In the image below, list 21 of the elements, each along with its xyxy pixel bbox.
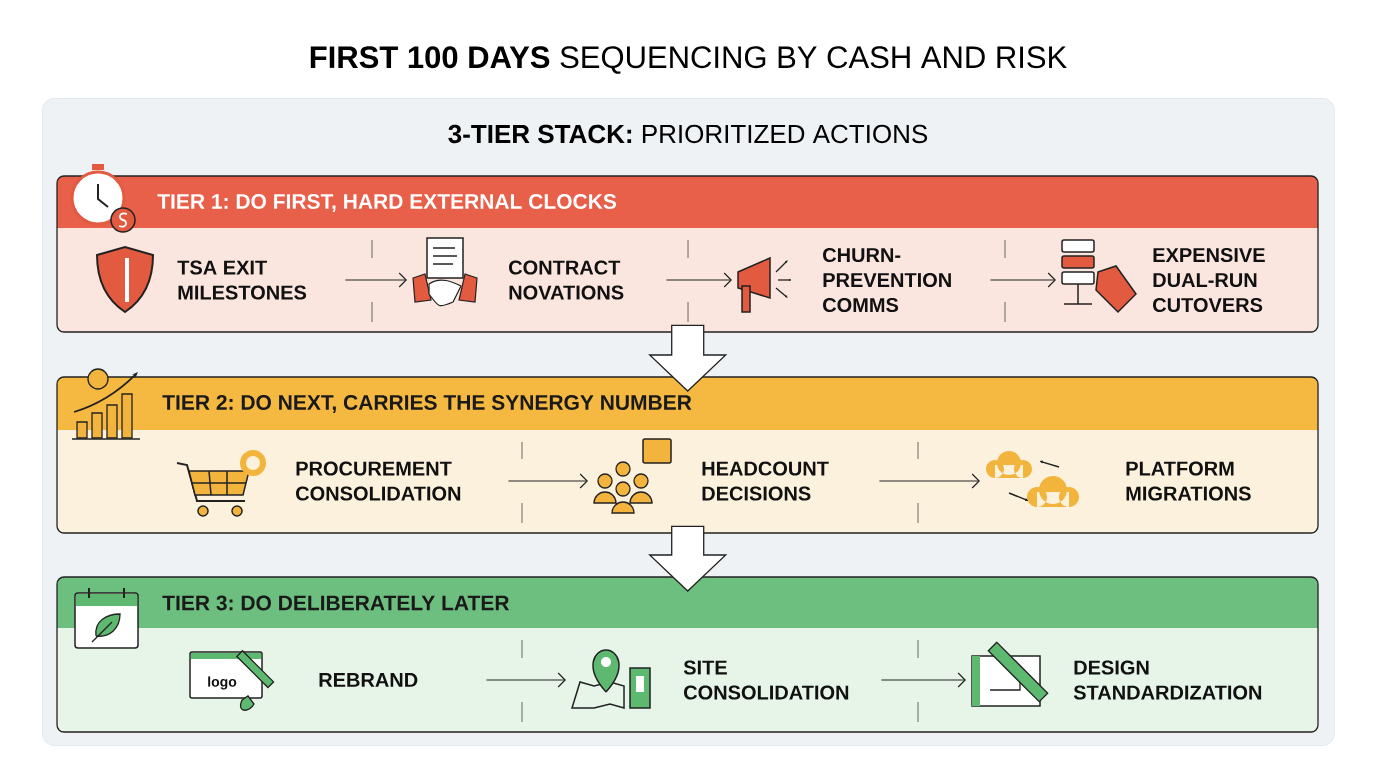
arrow bbox=[507, 473, 588, 489]
block-arrow bbox=[648, 324, 728, 392]
arrow bbox=[880, 672, 966, 688]
action-label: EXPENSIVE DUAL-RUN CUTOVERS bbox=[1153, 247, 1265, 313]
action-label: CONTRACT NOVATIONS bbox=[509, 260, 624, 300]
icon-label: logo bbox=[208, 676, 237, 690]
title: FIRST 100 DAYS SEQUENCING BY CASH AND RISK bbox=[310, 46, 1067, 74]
action-label: DESIGN STANDARDIZATION bbox=[1073, 660, 1262, 700]
action-label: SITE CONSOLIDATION bbox=[683, 660, 849, 700]
arrow bbox=[665, 272, 732, 288]
action-label: TSA EXIT MILESTONES bbox=[177, 260, 307, 300]
block-arrow bbox=[648, 525, 728, 592]
action-label: PROCUREMENT CONSOLIDATION bbox=[296, 461, 461, 501]
arrow bbox=[344, 272, 407, 288]
action-label: REBRAND bbox=[319, 673, 418, 687]
action-label: HEADCOUNT DECISIONS bbox=[702, 461, 829, 501]
arrow bbox=[989, 272, 1056, 288]
action-label: CHURN-PREVENTION COMMS bbox=[823, 247, 951, 313]
arrow bbox=[485, 672, 566, 688]
arrow bbox=[878, 473, 980, 489]
action-label: PLATFORM MIGRATIONS bbox=[1126, 461, 1251, 501]
